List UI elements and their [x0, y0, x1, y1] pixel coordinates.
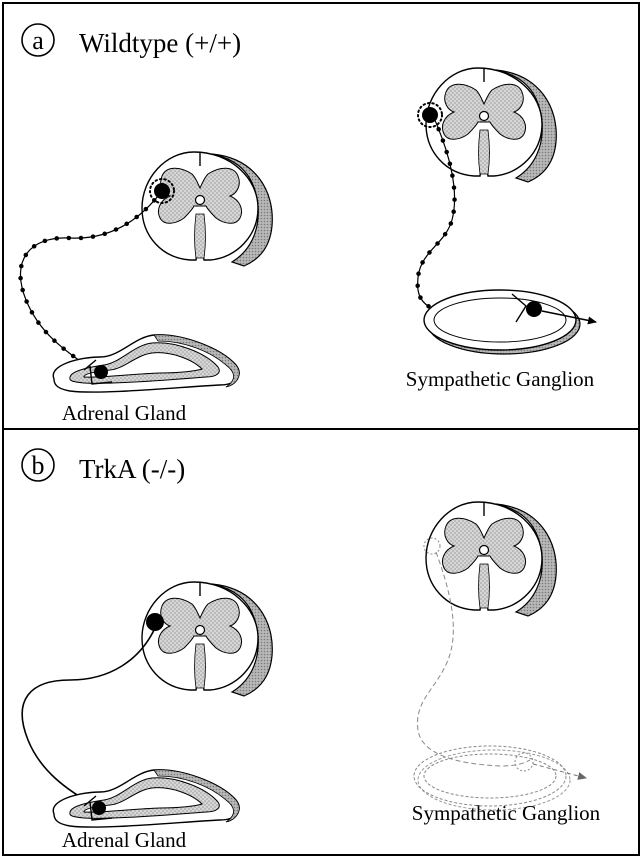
- panel-b-letter-badge: b: [22, 449, 54, 481]
- panel-a-letter-badge: a: [22, 24, 54, 56]
- ganglion-neuron-a: [526, 301, 542, 317]
- panel-b-border: [3, 429, 639, 855]
- chromaffin-cell-b: [92, 801, 106, 815]
- ganglion-label-a: Sympathetic Ganglion: [406, 367, 595, 391]
- panel-a-letter: a: [32, 26, 44, 55]
- panel-b-letter: b: [32, 451, 45, 480]
- panel-b-title: TrkA (-/-): [79, 454, 185, 484]
- ganglion-label-b: Sympathetic Ganglion: [412, 801, 601, 825]
- adrenal-label-a: Adrenal Gland: [62, 401, 187, 425]
- sympathetic-ganglion-a: [424, 290, 580, 354]
- panel-a-title: Wildtype (+/+): [79, 28, 241, 58]
- panel-b: b TrkA (-/-) Adrenal Gland Sympathetic G…: [3, 429, 639, 855]
- chromaffin-cell-a: [94, 365, 108, 379]
- adrenal-label-b: Adrenal Gland: [62, 828, 187, 852]
- panel-a: a Wildtype (+/+) Adrenal Gland Sy: [3, 3, 639, 429]
